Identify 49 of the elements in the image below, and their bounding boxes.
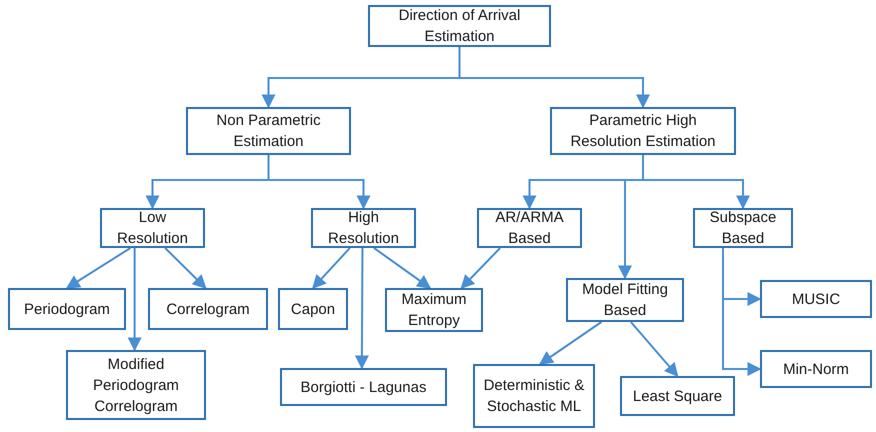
arrow <box>312 247 351 290</box>
process-box <box>368 5 551 47</box>
process-box <box>550 107 736 155</box>
process-box <box>385 288 483 332</box>
process-box <box>280 368 447 406</box>
process-box <box>8 288 126 330</box>
box-label: Parametric High Resolution Estimation <box>569 111 717 152</box>
box-label: Maximum Entropy <box>400 290 468 331</box>
process-box <box>477 208 582 248</box>
box-label: High Resolution <box>327 208 400 249</box>
box-label: Subspace Based <box>708 208 778 249</box>
process-box <box>620 376 735 416</box>
process-box <box>760 350 872 388</box>
arrow <box>164 247 207 289</box>
arrow <box>642 155 750 210</box>
process-box <box>473 364 595 428</box>
arrow <box>373 247 432 289</box>
box-label: Model Fitting Based <box>581 280 669 321</box>
box-label: Borgiotti - Lagunas <box>300 378 426 398</box>
arrow <box>538 321 602 365</box>
arrow <box>460 247 501 289</box>
process-box <box>66 350 206 420</box>
box-label: Min-Norm <box>783 360 849 380</box>
process-box <box>278 288 348 330</box>
process-box <box>760 280 872 318</box>
box-label: MUSIC <box>792 290 840 310</box>
box-label: Capon <box>290 300 336 320</box>
arrow <box>268 155 370 210</box>
process-box <box>100 208 205 248</box>
arrow <box>128 248 142 352</box>
process-box <box>566 278 684 322</box>
box-label: Least Square <box>632 386 722 406</box>
process-box <box>311 208 416 248</box>
box-label: Correlogram <box>166 300 250 320</box>
box-label: Modified Periodogram Correlogram <box>92 354 180 416</box>
process-box <box>148 288 268 330</box>
arrow <box>354 248 369 370</box>
arrow <box>630 321 678 378</box>
arrow <box>458 47 650 108</box>
process-box <box>693 208 793 248</box>
box-label: Non Parametric Estimation <box>215 111 322 152</box>
arrow <box>722 248 762 376</box>
arrow <box>66 247 131 289</box>
box-label: AR/ARMA Based <box>494 208 565 249</box>
box-label: Low Resolution <box>116 208 189 249</box>
process-box <box>186 107 351 155</box>
box-label: Deterministic & Stochastic ML <box>482 376 586 417</box>
box-label: Periodogram <box>24 300 110 320</box>
box-label: Direction of Arrival Estimation <box>398 6 522 47</box>
